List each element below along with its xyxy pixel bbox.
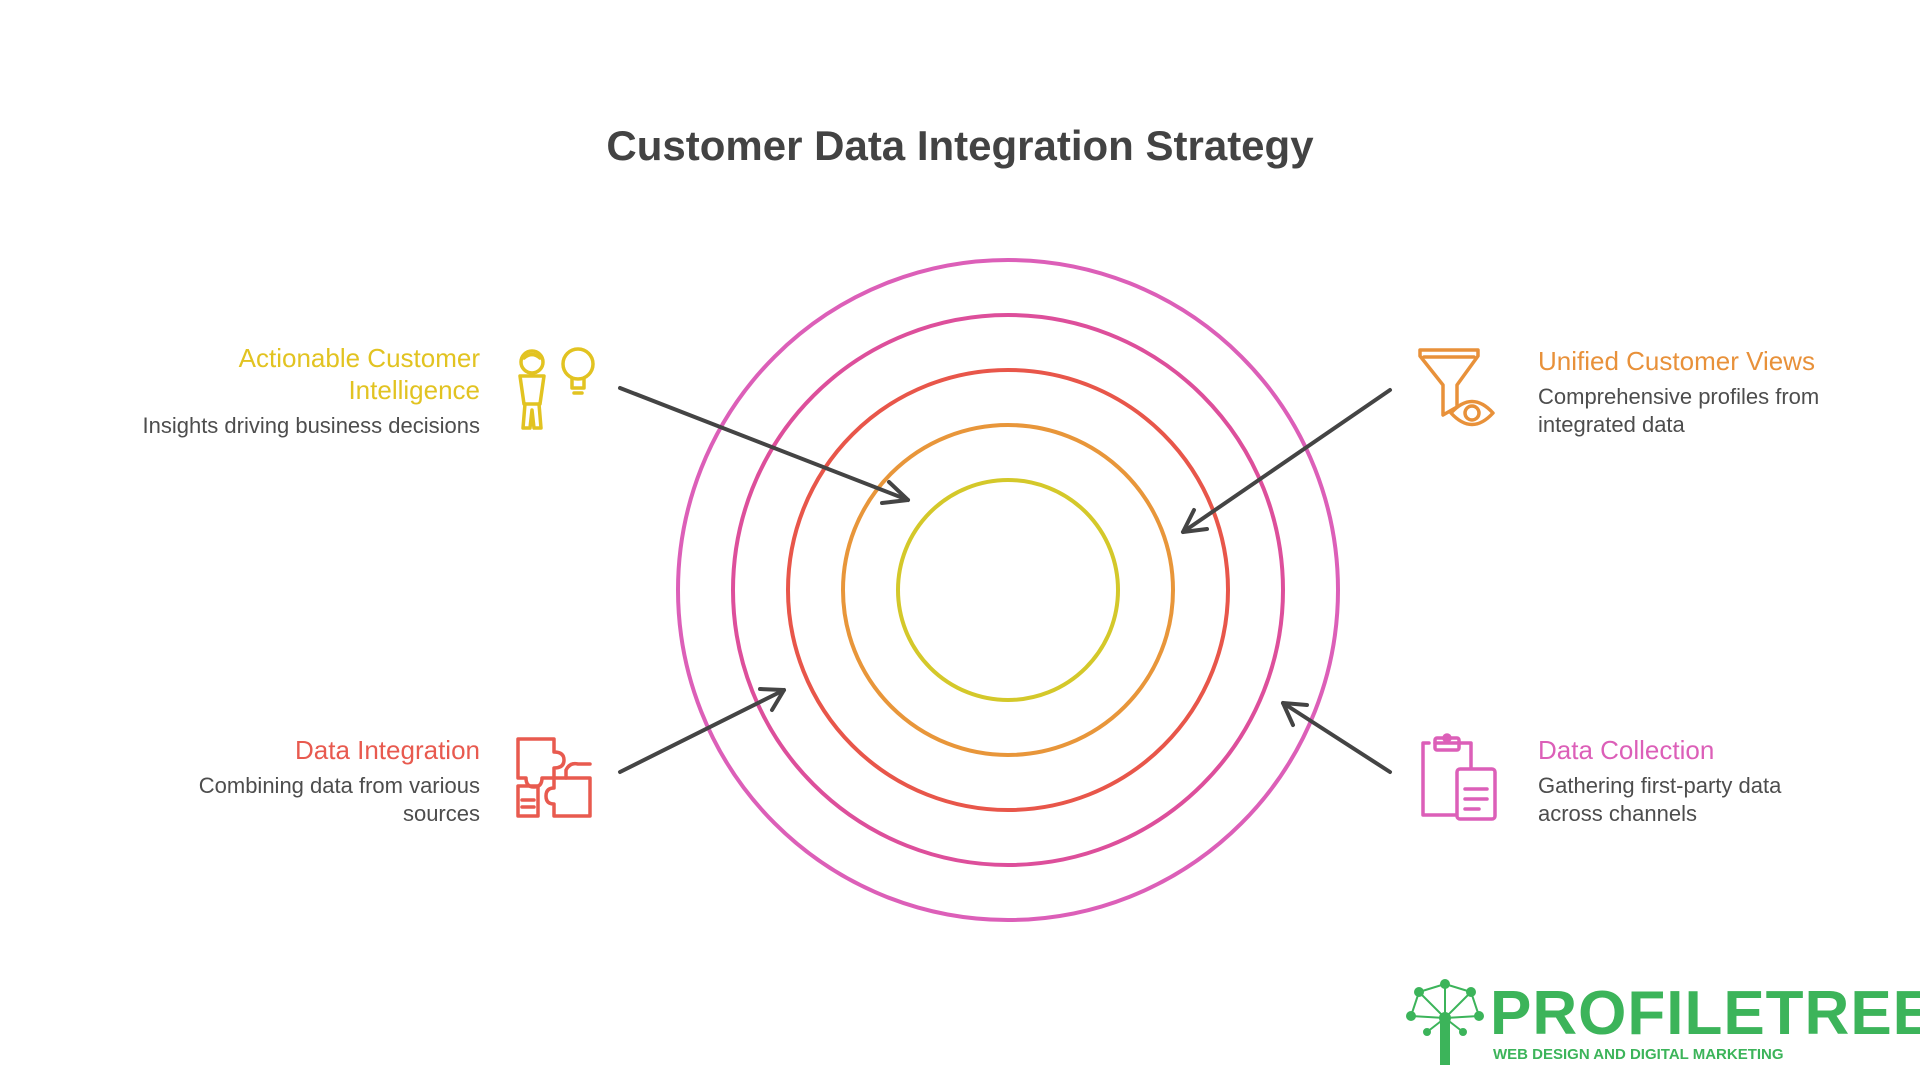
- ring-4: [731, 313, 1285, 867]
- logo-tagline: WEB DESIGN AND DIGITAL MARKETING: [1493, 1046, 1784, 1063]
- item-actionable-title: Actionable Customer Intelligence: [238, 343, 480, 405]
- item-actionable-description: Insights driving business decisions: [142, 413, 480, 438]
- arrow-unified: [1181, 388, 1392, 534]
- funnel-eye-icon: [1418, 348, 1495, 427]
- arrow-collection: [1281, 701, 1392, 774]
- item-integration: Data Integration Combining data from var…: [80, 734, 480, 828]
- clipboard-icon: [1421, 733, 1497, 821]
- ring-1: [896, 478, 1120, 702]
- arrow-actionable: [618, 386, 910, 505]
- item-actionable: Actionable Customer Intelligence Insight…: [80, 342, 480, 440]
- ring-5: [676, 258, 1340, 922]
- item-unified-title: Unified Customer Views: [1538, 346, 1815, 376]
- item-unified: Unified Customer Views Comprehensive pro…: [1538, 345, 1898, 439]
- item-integration-title: Data Integration: [294, 735, 480, 765]
- arrow-integration: [618, 687, 786, 774]
- profiletree-logo: PROFILETREE WEB DESIGN AND DIGITAL MARKE…: [1405, 978, 1920, 1068]
- item-unified-description: Comprehensive profiles from integrated d…: [1538, 384, 1820, 437]
- ring-2: [841, 423, 1175, 757]
- puzzle-icon: [516, 737, 592, 818]
- person-lightbulb-icon: [518, 347, 595, 430]
- item-collection-title: Data Collection: [1538, 735, 1715, 765]
- ring-3: [786, 368, 1230, 812]
- item-integration-description: Combining data from various sources: [198, 773, 480, 826]
- tree-network-icon: [1406, 979, 1484, 1065]
- item-collection: Data Collection Gathering first-party da…: [1538, 734, 1898, 828]
- diagram-title: Customer Data Integration Strategy: [606, 122, 1314, 169]
- logo-wordmark: PROFILETREE: [1490, 979, 1920, 1048]
- item-collection-description: Gathering first-party data across channe…: [1538, 773, 1782, 826]
